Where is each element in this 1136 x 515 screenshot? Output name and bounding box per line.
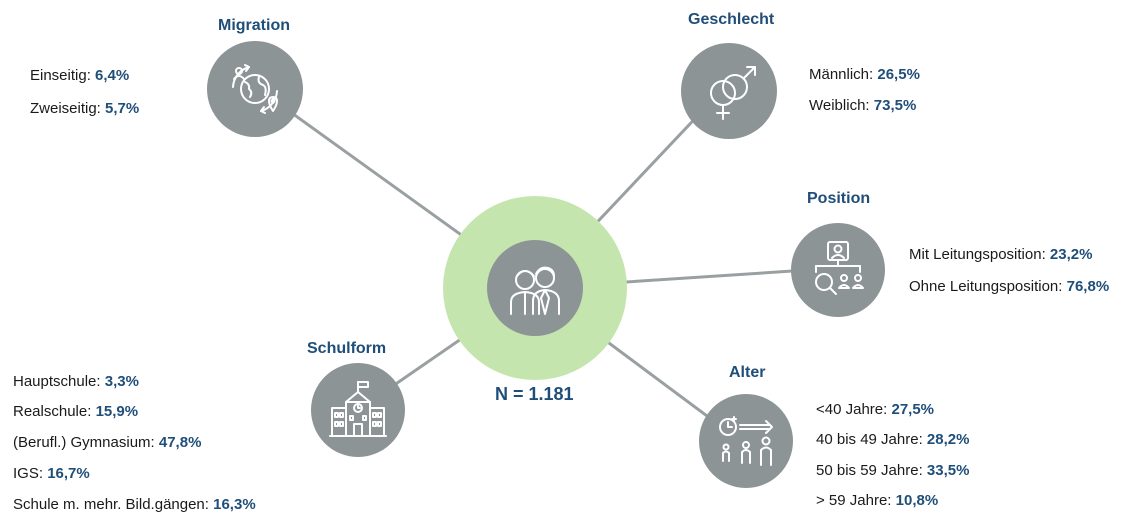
center-node <box>487 240 583 336</box>
alter-item: <40 Jahre: 27,5% <box>816 401 935 418</box>
node-schulform <box>311 363 405 457</box>
node-position <box>791 223 885 317</box>
heading-alter: Alter <box>729 364 766 381</box>
org-chart-search-icon <box>815 241 864 295</box>
heading-position: Position <box>807 190 871 207</box>
total-count: N = 1.181 <box>495 384 574 404</box>
node-alter <box>699 394 793 488</box>
geschlecht-item: Männlich: 26,5% <box>809 66 920 83</box>
schulform-item: Realschule: 15,9% <box>13 403 139 420</box>
heading-geschlecht: Geschlecht <box>688 11 775 28</box>
heading-schulform: Schulform <box>307 340 387 357</box>
heading-migration: Migration <box>218 17 290 34</box>
node-migration <box>207 41 303 137</box>
gender-symbols-icon <box>710 66 756 120</box>
schulform-item: (Berufl.) Gymnasium: 47,8% <box>13 434 202 451</box>
migration-item: Zweiseitig: 5,7% <box>30 100 140 117</box>
geschlecht-item: Weiblich: 73,5% <box>809 97 917 114</box>
migration-item: Einseitig: 6,4% <box>30 67 130 84</box>
alter-item: > 59 Jahre: 10,8% <box>816 492 939 509</box>
position-item: Mit Leitungsposition: 23,2% <box>909 246 1093 263</box>
teachers-icon <box>510 266 560 315</box>
node-geschlecht <box>681 43 777 139</box>
schulform-item: IGS: 16,7% <box>13 465 90 482</box>
schulform-item: Hauptschule: 3,3% <box>13 373 139 390</box>
globe-migration-icon <box>232 64 278 114</box>
alter-item: 40 bis 49 Jahre: 28,2% <box>816 431 970 448</box>
age-timeline-icon <box>719 416 773 466</box>
school-building-icon <box>329 381 387 437</box>
schulform-item: Schule m. mehr. Bild.gängen: 16,3% <box>13 496 256 513</box>
position-item: Ohne Leitungsposition: 76,8% <box>909 278 1110 295</box>
alter-item: 50 bis 59 Jahre: 33,5% <box>816 462 970 479</box>
